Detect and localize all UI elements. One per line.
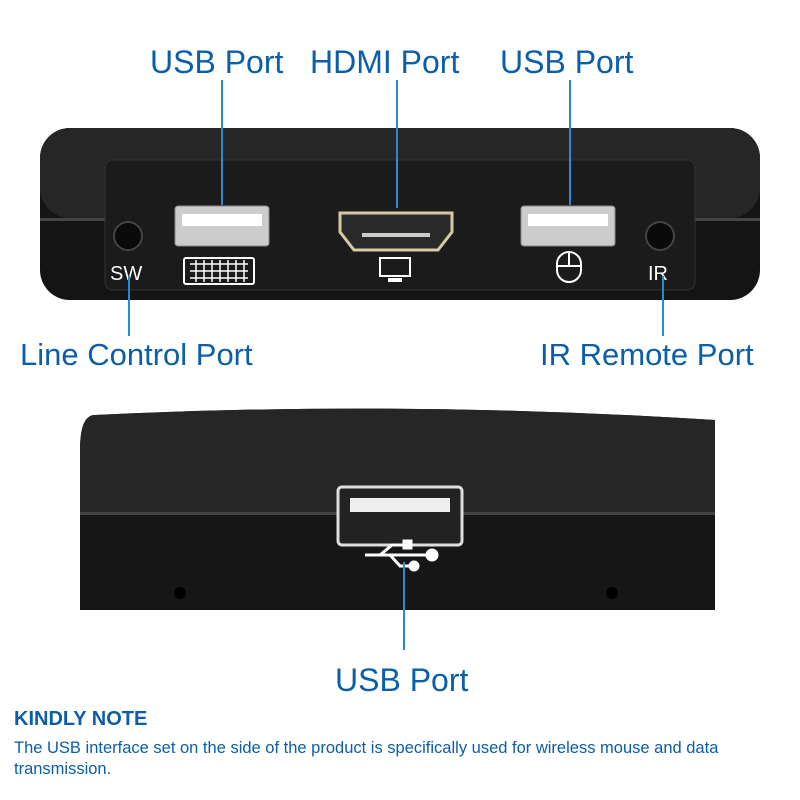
device-side-view bbox=[80, 408, 715, 610]
keyboard-icon bbox=[183, 257, 255, 285]
mouse-icon bbox=[556, 251, 582, 283]
label-hdmi-port: HDMI Port bbox=[310, 44, 460, 80]
leader-usb-left bbox=[221, 80, 223, 205]
usb-port-side bbox=[336, 485, 464, 547]
label-usb-port-left: USB Port bbox=[150, 44, 284, 80]
leader-hdmi bbox=[396, 80, 398, 208]
note-text: The USB interface set on the side of the… bbox=[14, 739, 719, 778]
leader-line-control bbox=[128, 276, 130, 336]
label-usb-port-right: USB Port bbox=[500, 44, 634, 80]
hdmi-port bbox=[338, 211, 454, 252]
label-line-control-port: Line Control Port bbox=[20, 337, 253, 372]
ir-jack bbox=[645, 221, 675, 251]
device-back-view: SW IR bbox=[40, 128, 760, 300]
usb-symbol-icon bbox=[365, 539, 439, 572]
line-control-jack bbox=[113, 221, 143, 251]
usb-port-right bbox=[520, 205, 616, 247]
label-usb-port-side: USB Port bbox=[335, 662, 469, 698]
label-ir-remote-port: IR Remote Port bbox=[540, 337, 754, 372]
monitor-icon bbox=[379, 257, 411, 282]
leader-usb-right bbox=[569, 80, 571, 205]
sw-marking: SW bbox=[110, 263, 142, 285]
note-title: KINDLY NOTE bbox=[14, 708, 148, 730]
leader-ir bbox=[662, 276, 664, 336]
ir-marking: IR bbox=[648, 263, 668, 285]
leader-usb-side bbox=[403, 562, 405, 650]
usb-port-left bbox=[174, 205, 270, 247]
